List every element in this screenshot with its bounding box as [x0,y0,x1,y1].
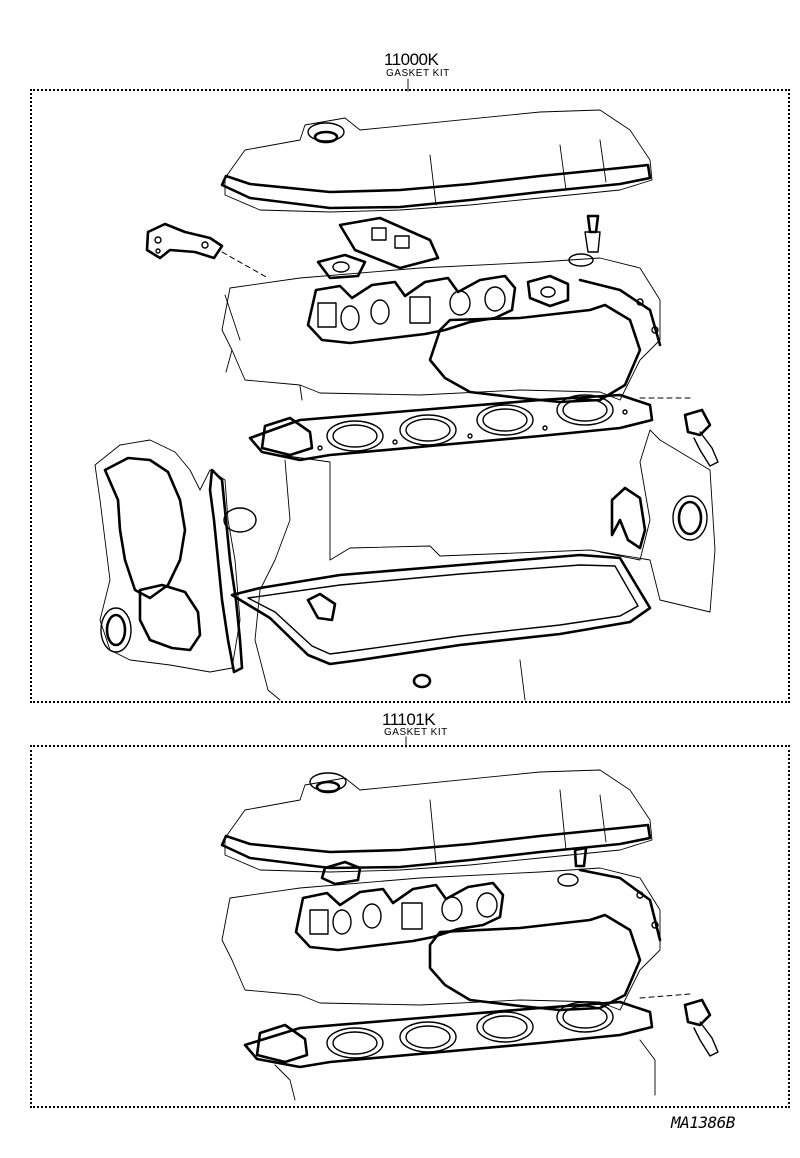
manifold-gasket-icon [306,274,517,345]
oil-pressure-sender-icon [557,846,588,887]
head-gasket-icon [243,993,691,1069]
oil-pan-gasket-icon [230,553,652,689]
reference-code: MA1386B [671,1113,735,1132]
kit-1-code: 11000K [384,50,439,69]
timing-cover-gasket-icon [428,278,662,404]
head-gasket-icon [248,393,691,462]
water-temp-sender-icon [683,408,719,467]
valve-cover-icon [220,109,653,213]
exhaust-flange-icon [526,274,570,308]
cylinder-head-icon [221,257,661,401]
kit-2-drawing [220,769,719,1101]
carburetor-gasket-icon [316,216,440,280]
carburetor-gasket-icon [320,860,362,886]
kit-2-panel [30,745,790,1108]
valve-cover-icon [220,769,653,873]
oil-pressure-sender-icon [568,214,601,267]
front-cover-gasket-icon [94,439,257,674]
timing-cover-gasket-icon [428,868,662,1012]
engine-block-icon [254,429,716,701]
kit-2-code: 11101K [382,710,436,729]
rear-oil-seal-icon [610,486,708,550]
manifold-gasket-icon [294,881,505,952]
cylinder-head-icon [221,867,661,1011]
kit-2-name: GASKET KIT [384,727,448,738]
thermostat-gasket-icon [145,222,269,279]
kit-1-drawing [94,109,719,701]
water-temp-sender-icon [683,998,719,1057]
engine-block-icon [274,1039,656,1101]
kit-1-panel [30,89,790,703]
kit-1-name: GASKET KIT [386,68,450,79]
